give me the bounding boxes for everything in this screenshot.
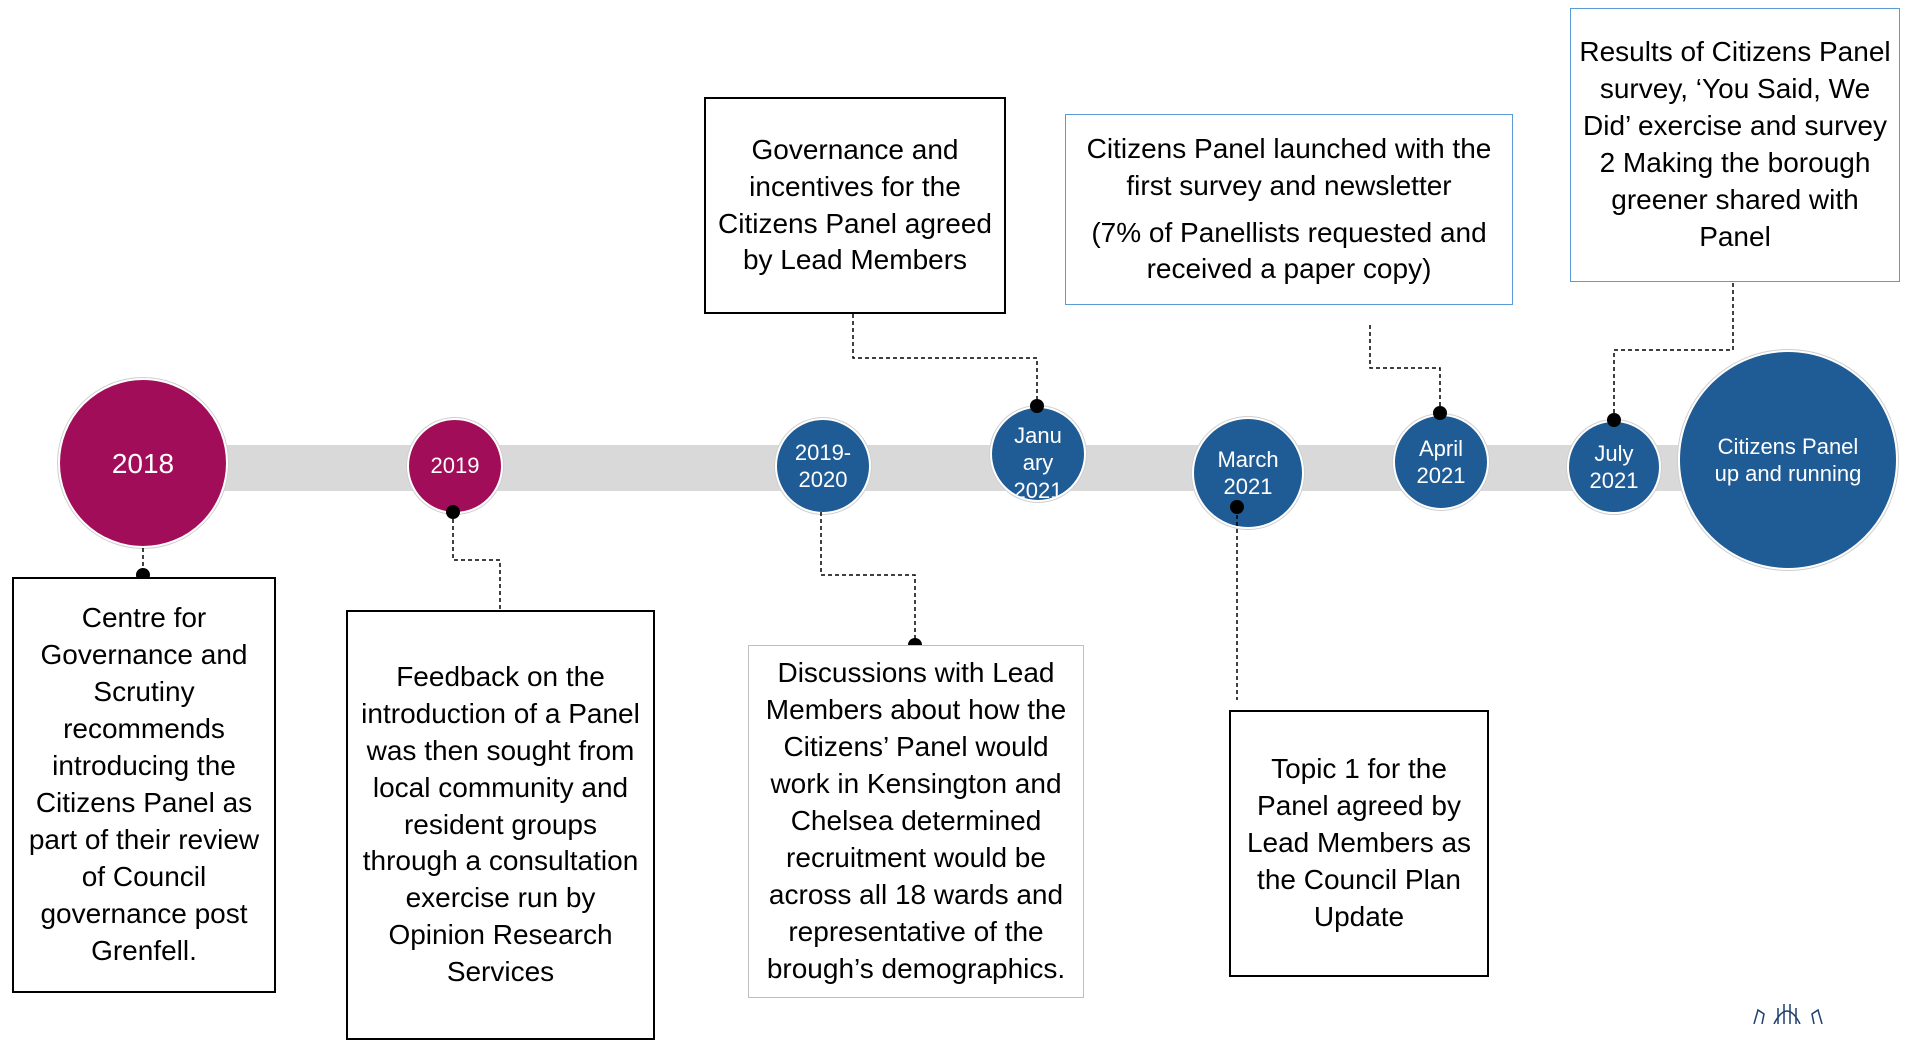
connector-dot [446, 505, 460, 519]
milestone-citizens-panel-running: Citizens Panel up and running [1678, 350, 1898, 570]
box-governance-incentives: Governance and incentives for the Citize… [704, 97, 1006, 314]
milestone-july-2021: July 2021 [1567, 420, 1661, 514]
box-text: Feedback on the introduction of a Panel … [361, 660, 640, 988]
royal-borough-crest-icon [1753, 1004, 1823, 1024]
box-topic-1: Topic 1 for the Panel agreed by Lead Mem… [1229, 710, 1489, 977]
milestone-2018: 2018 [58, 378, 228, 548]
box-text: Topic 1 for the Panel agreed by Lead Mem… [1246, 753, 1472, 932]
box-text: Citizens Panel launched with the first s… [1086, 132, 1492, 201]
milestone-2019-2020: 2019- 2020 [775, 418, 871, 514]
box-centre-for-governance: Centre for Governance and Scrutiny recom… [12, 577, 276, 993]
box-text: Results of Citizens Panel survey, ‘You S… [1579, 36, 1891, 252]
box-note: (7% of Panellists requested and received… [1091, 216, 1487, 285]
box-text: Centre for Governance and Scrutiny recom… [28, 602, 260, 966]
box-feedback: Feedback on the introduction of a Panel … [346, 610, 655, 1040]
milestone-january-2021: Janu ary 2021 [990, 406, 1086, 502]
connector-dot [1230, 500, 1244, 514]
connector-dot [1607, 413, 1621, 427]
milestone-2019: 2019 [407, 418, 503, 514]
connector-dot [1030, 399, 1044, 413]
box-text: Governance and incentives for the Citize… [718, 133, 992, 276]
milestone-march-2021: March 2021 [1192, 417, 1304, 529]
box-citizens-panel-launched: Citizens Panel launched with the first s… [1065, 114, 1513, 305]
box-discussions: Discussions with Lead Members about how … [748, 645, 1084, 998]
box-text: Discussions with Lead Members about how … [765, 657, 1067, 984]
box-results: Results of Citizens Panel survey, ‘You S… [1570, 8, 1900, 282]
milestone-april-2021: April 2021 [1393, 414, 1489, 510]
connector-dot [1433, 406, 1447, 420]
